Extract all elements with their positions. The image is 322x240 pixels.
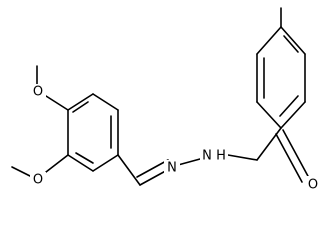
n-n-bond: [177, 158, 201, 166]
imine-double-bond-b: [136, 159, 169, 178]
dimethoxyphenyl-ring: [67, 93, 119, 172]
methine-ring-bond: [117, 154, 141, 186]
ring-to-carbonyl-bond: [256, 127, 282, 161]
n-hydrazide-label: N: [202, 149, 212, 164]
o-methoxy-bottom-label: O: [33, 173, 43, 188]
lower-methoxy-methyl-bond: [11, 166, 31, 177]
upper-methoxy-ring-bond: [45, 95, 69, 111]
lower-methoxy-ring-bond: [45, 154, 69, 173]
carbonyl-n-bond: [227, 154, 258, 161]
chemical-structure-diagram: O O N N H O: [11, 7, 321, 194]
h-hydrazide-label: H: [216, 149, 226, 164]
atom-labels: O O N N H O: [30, 84, 321, 194]
carbonyl-double-bond-b: [275, 133, 303, 183]
n-imine-label: N: [167, 161, 177, 176]
o-carbonyl-label: O: [308, 178, 318, 193]
tolyl-ring: [256, 26, 306, 129]
o-methoxy-top-label: O: [33, 85, 43, 100]
carbonyl-double-bond-a: [282, 129, 310, 179]
